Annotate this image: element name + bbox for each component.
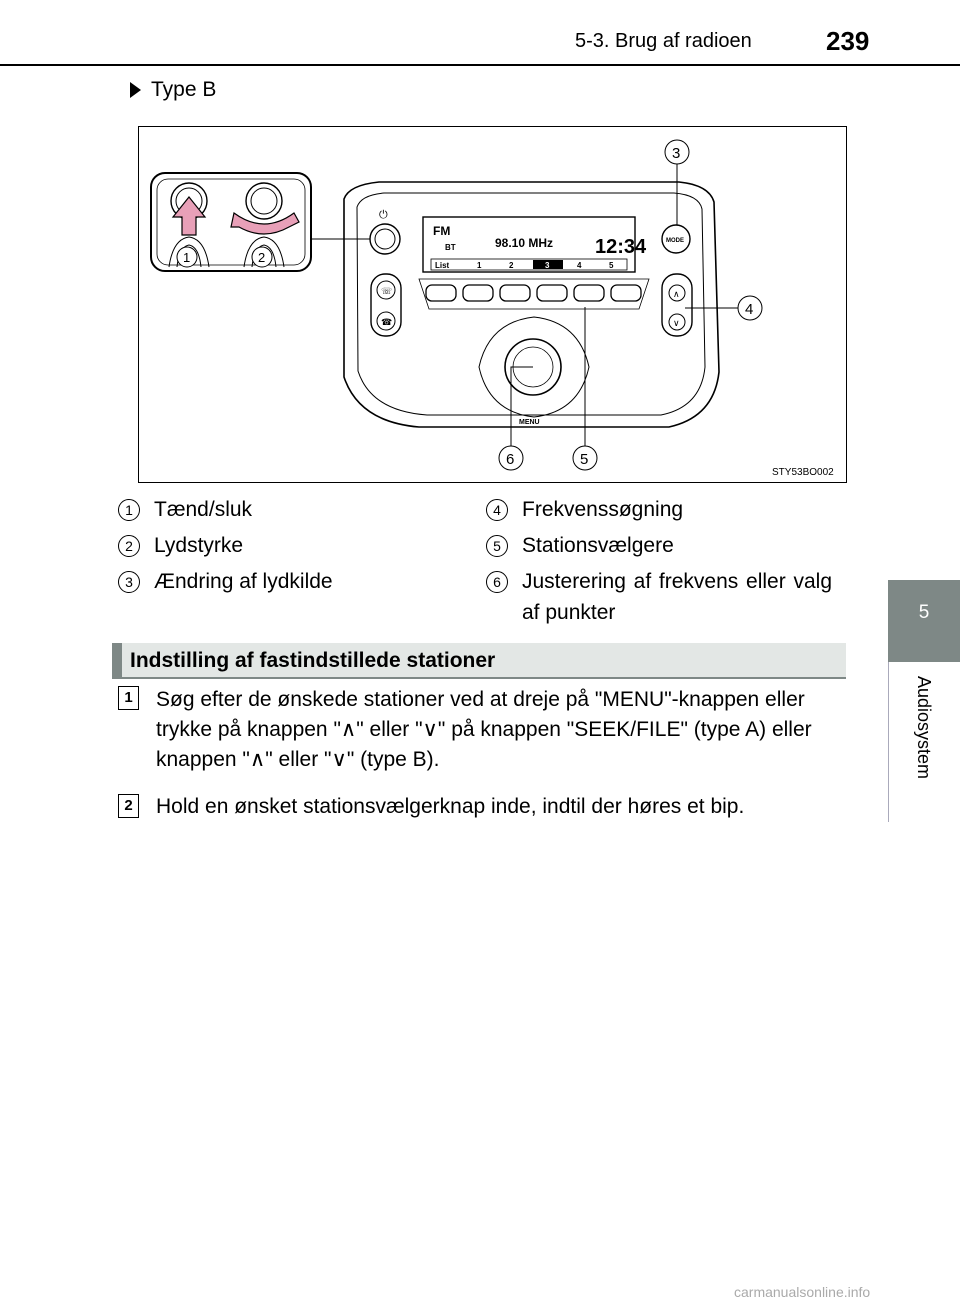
- display-preset-1: 1: [477, 261, 482, 270]
- preset-bar-outline: [418, 278, 650, 310]
- legend-item: 5 Stationsvælgere: [486, 534, 674, 558]
- phone-answer-button: [376, 280, 396, 300]
- radio-illustration: FM BT 98.10 MHz 12:34 List 1 2 3 4 5 ⏻ M…: [138, 126, 847, 483]
- preset-button-5: [573, 284, 605, 302]
- legend-num-circle: 3: [118, 571, 140, 593]
- inset-panel-inner: [156, 178, 306, 266]
- section-title: 5-3. Brug af radioen: [575, 30, 752, 52]
- footer-watermark: carmanualsonline.info: [734, 1284, 871, 1300]
- preset-button-1: [425, 284, 457, 302]
- chapter-number: 5: [918, 602, 930, 623]
- legend-text: Ændring af lydkilde: [154, 570, 333, 593]
- chapter-label: Audiosystem: [914, 676, 934, 780]
- callout-2-circle: [251, 246, 273, 268]
- section-header-title: Indstilling af fastindstillede stationer: [130, 649, 496, 672]
- legend-item: 1 Tænd/sluk: [118, 498, 252, 522]
- chapter-tab: [888, 580, 960, 662]
- callout-4: 4: [745, 301, 753, 318]
- callout-5: 5: [580, 451, 588, 468]
- callout-2: 2: [258, 250, 265, 265]
- callout-6: 6: [506, 451, 514, 468]
- legend-item: 2 Lydstyrke: [118, 534, 243, 558]
- display-frequency: 98.10 MHz: [495, 236, 553, 250]
- legend-text: Justerering af frekvens eller valg af pu…: [522, 570, 832, 624]
- step-text: Hold en ønsket stationsvælgerknap inde, …: [156, 795, 745, 818]
- legend-item: 3 Ændring af lydkilde: [118, 570, 333, 594]
- display-preset-4: 4: [577, 261, 582, 270]
- triangle-bullet-icon: [130, 82, 141, 98]
- type-heading-text: Type B: [151, 78, 217, 101]
- step-text: Søg efter de ønskede stationer ved at dr…: [156, 688, 812, 771]
- legend-num-circle: 5: [486, 535, 508, 557]
- preset-button-4: [536, 284, 568, 302]
- legend-item: 6 Justerering af frekvens eller valg af …: [486, 566, 832, 628]
- mode-button: [661, 224, 691, 254]
- phone-end-button: [376, 311, 396, 331]
- legend-num-circle: 6: [486, 571, 508, 593]
- step-number: 2: [118, 794, 139, 818]
- display-preset-3-highlight: [533, 260, 563, 269]
- legend-num-circle: 1: [118, 499, 140, 521]
- preset-button-2: [462, 284, 494, 302]
- press-arrow-icon: [171, 196, 207, 236]
- step-number: 1: [118, 686, 139, 710]
- legend-text: Lydstyrke: [154, 534, 244, 557]
- page-number: 239: [826, 26, 870, 56]
- preset-button-6: [610, 284, 642, 302]
- callout-3: 3: [672, 145, 680, 162]
- display-band: FM: [433, 224, 450, 238]
- radio-display: [422, 216, 636, 273]
- preset-buttons: [425, 284, 642, 302]
- display-bt: BT: [445, 243, 456, 252]
- display-preset-2: 2: [509, 261, 514, 270]
- figure-code: STY53BO002: [772, 467, 834, 478]
- header-rule: [0, 64, 960, 66]
- seek-down-button: [668, 313, 686, 331]
- display-presets: 1 2 3 4 5: [477, 260, 614, 270]
- seek-up-button: [668, 284, 686, 302]
- leader-6: [510, 366, 533, 446]
- chapter-strip: [888, 662, 960, 822]
- display-list-row: [430, 258, 628, 271]
- display-time: 12:34: [595, 236, 647, 258]
- power-knob-inner: [374, 228, 396, 250]
- phone-end-icon: ☎: [381, 317, 392, 327]
- section-header-bar: [112, 643, 122, 679]
- phone-answer-icon: ☏: [381, 286, 392, 296]
- legend-num-circle: 4: [486, 499, 508, 521]
- legend-text: Frekvenssøgning: [522, 498, 684, 521]
- inset-knob-turn-inner: [250, 187, 278, 215]
- seek-down-icon: ∨: [673, 318, 680, 328]
- legend-num-circle: 2: [118, 535, 140, 557]
- menu-knob-surround: [478, 316, 590, 418]
- display-preset-3: 3: [545, 261, 550, 270]
- legend-text: Stationsvælgere: [522, 534, 674, 557]
- legend-text: Tænd/sluk: [154, 498, 253, 521]
- section-header: [112, 643, 846, 679]
- radio-drawing: FM BT 98.10 MHz 12:34 List 1 2 3 4 5 ⏻ M…: [150, 139, 834, 478]
- type-heading: Type B: [130, 78, 216, 102]
- display-preset-5: 5: [609, 261, 614, 270]
- callout-1: 1: [183, 250, 190, 265]
- power-icon: ⏻: [379, 209, 388, 221]
- seek-up-icon: ∧: [673, 289, 680, 299]
- legend-item: 4 Frekvenssøgning: [486, 498, 683, 522]
- mode-label: MODE: [666, 238, 684, 244]
- menu-label: MENU: [519, 419, 540, 426]
- preset-button-3: [499, 284, 531, 302]
- rotate-arrow-icon: [230, 211, 300, 235]
- display-list: List: [435, 261, 450, 270]
- callout-1-circle: [176, 246, 198, 268]
- radio-inner-outline: [356, 192, 706, 416]
